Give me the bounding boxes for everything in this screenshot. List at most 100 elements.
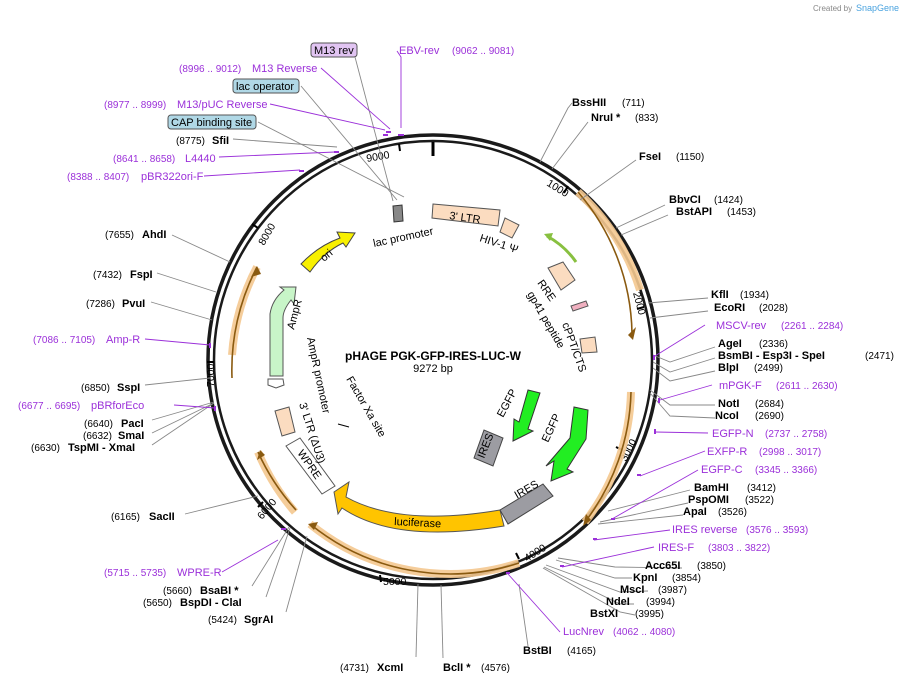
primer-egfp-n: EGFP-N bbox=[712, 428, 754, 440]
primer-wpre-r: WPRE-R bbox=[177, 567, 222, 579]
primer-leader-lines bbox=[144, 50, 713, 633]
tick-8000 bbox=[251, 223, 259, 229]
enzyme-agei: AgeI bbox=[718, 338, 742, 350]
label-luciferase: luciferase bbox=[394, 516, 442, 530]
enzyme-bamhi-pos: (3412) bbox=[747, 483, 776, 494]
tick-label-7000: 7000 bbox=[205, 363, 217, 387]
plasmid-name: pHAGE PGK-GFP-IRES-LUC-W bbox=[345, 349, 522, 363]
feature-egfp-right[interactable] bbox=[545, 406, 589, 482]
feature-ires-left[interactable] bbox=[473, 429, 504, 467]
enzyme-ecori-pos: (2028) bbox=[759, 303, 788, 314]
primer-egfp-c: EGFP-C bbox=[701, 464, 743, 476]
enzyme-fspi: FspI bbox=[130, 269, 153, 281]
primer-egfp-n-pos: (2737 .. 2758) bbox=[765, 429, 827, 440]
enzyme-acc65i: Acc65I bbox=[645, 560, 680, 572]
enzyme-sfii: SfiI bbox=[212, 135, 229, 147]
tick-1000 bbox=[563, 185, 569, 194]
feature-ori[interactable] bbox=[300, 231, 356, 273]
enzyme-noti-pos: (2684) bbox=[755, 399, 784, 410]
feature-3-ltr-du3[interactable] bbox=[274, 406, 296, 437]
primer-ebv-rev: EBV-rev bbox=[399, 45, 440, 57]
enzyme-bcli-pos: (4576) bbox=[481, 663, 510, 674]
feature-small-green-arc bbox=[546, 234, 578, 263]
feature-cppt-cts[interactable] bbox=[579, 336, 598, 354]
feature-thin-arcs bbox=[231, 191, 633, 575]
enzyme-blpi-pos: (2499) bbox=[754, 363, 783, 374]
enzyme-bbvci: BbvCI bbox=[669, 194, 701, 206]
enzyme-paci-pos: (6640) bbox=[84, 419, 113, 430]
box-m13-rev bbox=[310, 42, 358, 58]
enzyme-acc65i-pos: (3850) bbox=[697, 561, 726, 572]
primer-pbrforeco-pos: (6677 .. 6695) bbox=[18, 401, 80, 412]
enzyme-ahdi-pos: (7655) bbox=[105, 230, 134, 241]
label-lac-promoter: lac promoter bbox=[372, 225, 435, 250]
enzyme-bstapi-pos: (1453) bbox=[727, 207, 756, 218]
enzyme-bstxi-pos: (3995) bbox=[635, 609, 664, 620]
enzyme-paci: PacI bbox=[121, 418, 144, 430]
enzyme-bspdi-clai: BspDI - ClaI bbox=[180, 597, 242, 609]
feature-gp41-peptide[interactable] bbox=[570, 300, 589, 312]
tick-label-5000: 5000 bbox=[383, 576, 407, 588]
primer-amp-r: Amp-R bbox=[106, 334, 140, 346]
enzyme-bcli: BclI * bbox=[443, 662, 471, 674]
feature-wpre[interactable] bbox=[285, 437, 336, 495]
primer-mscv-rev: MSCV-rev bbox=[716, 320, 767, 332]
feature-rre[interactable] bbox=[547, 261, 576, 291]
primer-lucnrev: LucNrev bbox=[563, 626, 604, 638]
primer-m13-reverse: M13 Reverse bbox=[252, 63, 317, 75]
primer-pbrforeco: pBRforEco bbox=[91, 400, 144, 412]
box-cap-binding-site bbox=[167, 114, 257, 130]
tick-2000 bbox=[636, 306, 645, 310]
enzyme-ndei-pos: (3994) bbox=[646, 597, 675, 608]
feature-3-ltr[interactable] bbox=[431, 203, 501, 227]
primer-m13-puc-reverse: M13/pUC Reverse bbox=[177, 99, 267, 111]
enzyme-pspomi-pos: (3522) bbox=[745, 495, 774, 506]
primer-mscv-rev-pos: (2261 .. 2284) bbox=[781, 321, 843, 332]
enzyme-fsei-pos: (1150) bbox=[676, 152, 704, 163]
backbone-outer bbox=[206, 133, 660, 587]
enzyme-smai: SmaI bbox=[118, 430, 144, 442]
tick-label-9000: 9000 bbox=[365, 149, 390, 165]
primer-l4440-pos: (8641 .. 8658) bbox=[113, 154, 175, 165]
enzyme-sspi: SspI bbox=[117, 382, 140, 394]
label-factor-xa-site: Factor Xa site bbox=[343, 375, 387, 440]
enzyme-xcmi-pos: (4731) bbox=[340, 663, 369, 674]
primer-ires-reverse: IRES reverse bbox=[672, 524, 737, 536]
primer-amp-r-pos: (7086 .. 7105) bbox=[33, 335, 95, 346]
primer-m13-puc-reverse-pos: (8977 .. 8999) bbox=[104, 100, 166, 111]
enzyme-nrui-pos: (833) bbox=[635, 113, 658, 124]
enzyme-kfli: KflI bbox=[711, 289, 729, 301]
enzyme-fsei: FseI bbox=[639, 151, 661, 163]
primer-egfp-c-pos: (3345 .. 3366) bbox=[755, 465, 817, 476]
feature-ires-right[interactable] bbox=[499, 483, 554, 525]
label-egfp-right: EGFP bbox=[540, 412, 564, 444]
feature-ampr[interactable] bbox=[269, 286, 297, 377]
enzyme-bstbi-pos: (4165) bbox=[567, 646, 596, 657]
tick-5000 bbox=[379, 574, 382, 583]
enzyme-sacii: SacII bbox=[149, 511, 175, 523]
enzyme-fspi-pos: (7432) bbox=[93, 270, 122, 281]
enzyme-apai: ApaI bbox=[683, 506, 707, 518]
boxed-m13-rev: M13 rev bbox=[314, 45, 354, 57]
primer-ebv-rev-pos: (9062 .. 9081) bbox=[452, 46, 514, 57]
primer-pbr322ori-f-pos: (8388 .. 8407) bbox=[67, 172, 129, 183]
credit-prefix: Created by bbox=[813, 4, 852, 13]
enzyme-pvui-pos: (7286) bbox=[86, 299, 115, 310]
primer-mpgk-f-pos: (2611 .. 2630) bbox=[776, 381, 838, 392]
primer-ires-f-pos: (3803 .. 3822) bbox=[708, 543, 770, 554]
enzyme-bsabi-pos: (5660) bbox=[163, 586, 192, 597]
feature-lac-promoter[interactable] bbox=[392, 204, 404, 223]
feature-luciferase[interactable] bbox=[333, 480, 505, 533]
feature-ampr-promoter[interactable] bbox=[267, 378, 285, 389]
feature-egfp-left[interactable] bbox=[512, 389, 541, 442]
label-3-ltr: 3' LTR bbox=[449, 210, 482, 226]
primer-m13-reverse-pos: (8996 .. 9012) bbox=[179, 64, 241, 75]
enzyme-ecori: EcoRI bbox=[714, 302, 745, 314]
enzyme-apai-pos: (3526) bbox=[718, 507, 747, 518]
feature-hiv1-psi[interactable] bbox=[499, 217, 520, 239]
enzyme-bstbi: BstBI bbox=[523, 645, 552, 657]
primer-ires-reverse-pos: (3576 .. 3593) bbox=[746, 525, 808, 536]
enzyme-ncoi-pos: (2690) bbox=[755, 411, 784, 422]
boxed-lac-operator: lac operator bbox=[236, 81, 294, 93]
